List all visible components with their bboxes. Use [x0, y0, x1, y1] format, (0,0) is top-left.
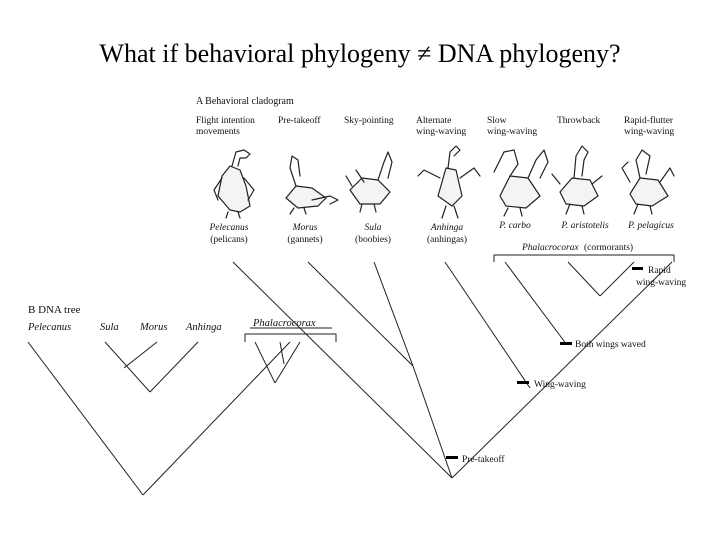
tree-branch: [275, 342, 300, 383]
tree-branch: [374, 262, 413, 366]
behavior-label: Sky-pointing: [344, 116, 394, 126]
behavior-label: Slow: [487, 116, 507, 126]
behavior-label: Pre-takeoff: [278, 115, 321, 126]
behavior-label: Flight intention: [196, 116, 255, 126]
behavior-label: wing-waving: [624, 127, 674, 137]
taxon-label: P. pelagicus: [627, 221, 674, 231]
booby-display-icon: [346, 152, 392, 212]
behavioral-cladogram: [233, 262, 672, 478]
taxon-label: Pelecanus: [208, 223, 248, 233]
character-bar: [560, 342, 572, 345]
cormorant-carbo-display-icon: [494, 150, 548, 216]
tree-branch: [568, 262, 600, 296]
tree-branch: [452, 262, 672, 478]
tree-branch: [105, 342, 150, 392]
cormorant-aristotelis-display-icon: [552, 146, 602, 214]
behavior-label: Rapid-flutter: [624, 115, 674, 126]
taxon-label: Morus: [292, 223, 318, 233]
tree-branch: [143, 342, 290, 495]
behavior-label: wing-waving: [416, 127, 466, 137]
phalacrocorax-bracket: [245, 334, 336, 342]
behavior-label: wing-waving: [487, 127, 537, 137]
gannet-display-icon: [286, 156, 338, 214]
svg-text:Phalacrocorax (cormorant: Phalacrocorax (cormorants): [521, 242, 633, 253]
behavior-label: movements: [196, 127, 240, 137]
panel-b-heading: B DNA tree: [28, 304, 81, 316]
dna-taxon-label: Phalacrocorax: [252, 318, 316, 329]
tree-branch: [413, 366, 452, 478]
character-bar: [632, 267, 643, 270]
taxon-label: Anhinga: [430, 223, 463, 233]
tree-branch: [505, 262, 567, 345]
anhinga-display-icon: [418, 146, 480, 218]
cormorant-group-bracket: Phalacrocorax (cormorants): [494, 242, 674, 262]
tree-branch: [150, 342, 198, 392]
group-common-label: (cormorants): [584, 242, 633, 253]
dna-taxon-label: Pelecanus: [27, 322, 71, 333]
character-label: Wing-waving: [534, 380, 586, 390]
tree-branch: [308, 262, 413, 366]
pelican-display-icon: [214, 150, 254, 218]
dna-taxon-label: Sula: [100, 322, 119, 333]
tree-branch: [600, 262, 634, 296]
dna-taxon-label: Anhinga: [185, 322, 222, 333]
dna-tree: [28, 342, 300, 495]
taxon-common-label: (gannets): [287, 234, 322, 245]
taxon-label: Sula: [365, 223, 382, 233]
tree-branch: [233, 262, 452, 478]
panel-a-heading: A Behavioral cladogram: [196, 96, 294, 107]
character-bar: [517, 381, 529, 384]
tree-branch: [124, 342, 157, 368]
character-bar: [446, 456, 458, 459]
cormorant-pelagicus-display-icon: [622, 150, 674, 214]
taxon-common-label: (pelicans): [210, 234, 247, 245]
character-label: Rapid: [648, 266, 671, 276]
taxon-label: P. aristotelis: [560, 221, 609, 231]
taxon-label: P. carbo: [498, 221, 531, 231]
tree-branch: [445, 262, 530, 388]
behavior-label: Throwback: [557, 116, 601, 126]
tree-branch: [280, 342, 284, 364]
character-label: wing-waving: [636, 278, 686, 288]
behavior-label: Alternate: [416, 116, 451, 126]
dna-taxon-label: Morus: [139, 322, 167, 333]
character-label: Both wings waved: [575, 340, 646, 350]
taxon-common-label: (boobies): [355, 234, 391, 245]
character-label: Pre-takeoff: [462, 454, 505, 465]
taxon-common-label: (anhingas): [427, 234, 467, 245]
group-genus-label: Phalacrocorax: [521, 243, 579, 253]
tree-branch: [255, 342, 275, 383]
